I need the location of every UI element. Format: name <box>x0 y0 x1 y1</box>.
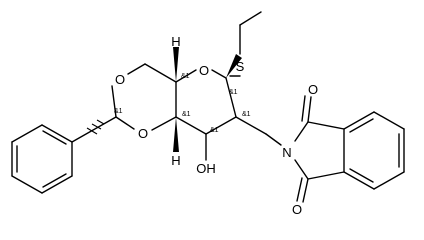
atom-oh-group: OH <box>196 161 216 176</box>
stereo-label-acetal: &1 <box>114 108 123 115</box>
atom-o-imide-top: O <box>308 82 318 97</box>
atom-labels: O S O O N O O OH H H <box>115 34 318 217</box>
atom-o-pyranose: O <box>199 63 209 78</box>
atom-o-acetal-bottom: O <box>138 126 148 141</box>
atom-o-acetal-top: O <box>115 72 125 87</box>
atom-h-top: H <box>171 34 180 49</box>
atom-o-imide-bottom: O <box>292 202 302 217</box>
stereo-label-amino: &1 <box>242 111 251 118</box>
stereo-label-hydroxyl: &1 <box>210 127 219 134</box>
stereo-labels: &1 &1 &1 &1 &1 &1 <box>114 73 251 134</box>
stereo-bonds <box>86 47 242 152</box>
atom-n-imide: N <box>282 145 291 160</box>
molecule-drawing: O S O O N O O OH H H &1 &1 &1 &1 &1 &1 <box>11 11 405 217</box>
atom-h-bottom: H <box>171 153 180 168</box>
hashed-bond <box>86 119 105 135</box>
stereo-label-ring-top: &1 <box>181 73 190 80</box>
stereo-label-ring-junction: &1 <box>182 111 191 118</box>
atom-s-thio: S <box>236 59 245 74</box>
bonds <box>11 11 405 203</box>
structure-diagram: O S O O N O O OH H H &1 &1 &1 &1 &1 &1 <box>11 11 405 217</box>
stereo-label-anomeric: &1 <box>229 89 238 96</box>
